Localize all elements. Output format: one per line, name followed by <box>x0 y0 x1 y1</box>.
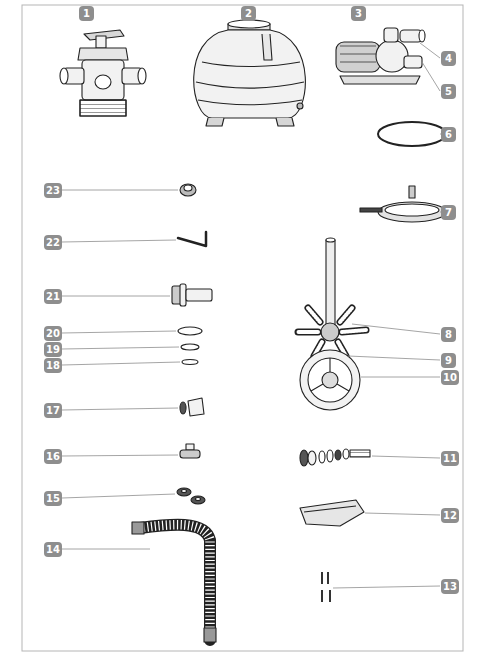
hose <box>132 522 216 642</box>
callout-number: 14 <box>44 542 62 557</box>
callout-number: 13 <box>441 579 459 594</box>
pump <box>336 28 425 84</box>
callout-number: 7 <box>441 205 456 220</box>
callout-number: 17 <box>44 403 62 418</box>
callout-number: 23 <box>44 183 62 198</box>
leader-lines <box>62 43 447 588</box>
clamp <box>360 186 446 222</box>
cap <box>180 444 200 458</box>
callout-number: 9 <box>441 353 456 368</box>
lateral-assembly <box>298 238 366 356</box>
allen-key <box>178 232 206 246</box>
nut <box>180 184 196 196</box>
callout-number: 3 <box>351 6 366 21</box>
callout-number: 18 <box>44 358 62 373</box>
diffuser <box>300 350 360 410</box>
callout-number: 11 <box>441 451 459 466</box>
callout-number: 1 <box>79 6 94 21</box>
o-rings <box>178 327 202 365</box>
callout-number: 22 <box>44 235 62 250</box>
callout-number: 8 <box>441 327 456 342</box>
multiport-valve <box>60 30 146 116</box>
callout-number: 6 <box>441 127 456 142</box>
callout-number: 19 <box>44 342 62 357</box>
plug <box>180 398 204 416</box>
drain-assembly <box>300 449 370 466</box>
filter-tank <box>194 20 306 126</box>
hose-adapter <box>172 284 212 306</box>
sand-funnel <box>300 500 364 526</box>
sheet-frame <box>22 5 463 651</box>
callout-number: 21 <box>44 289 62 304</box>
callout-number: 2 <box>241 6 256 21</box>
callout-number: 16 <box>44 449 62 464</box>
callout-number: 20 <box>44 326 62 341</box>
callout-number: 10 <box>441 370 459 385</box>
callout-number: 4 <box>441 51 456 66</box>
o-ring <box>378 122 446 146</box>
callout-number: 5 <box>441 84 456 99</box>
callout-number: 12 <box>441 508 459 523</box>
screws <box>322 572 330 602</box>
callout-number: 15 <box>44 491 62 506</box>
nuts <box>177 488 205 504</box>
